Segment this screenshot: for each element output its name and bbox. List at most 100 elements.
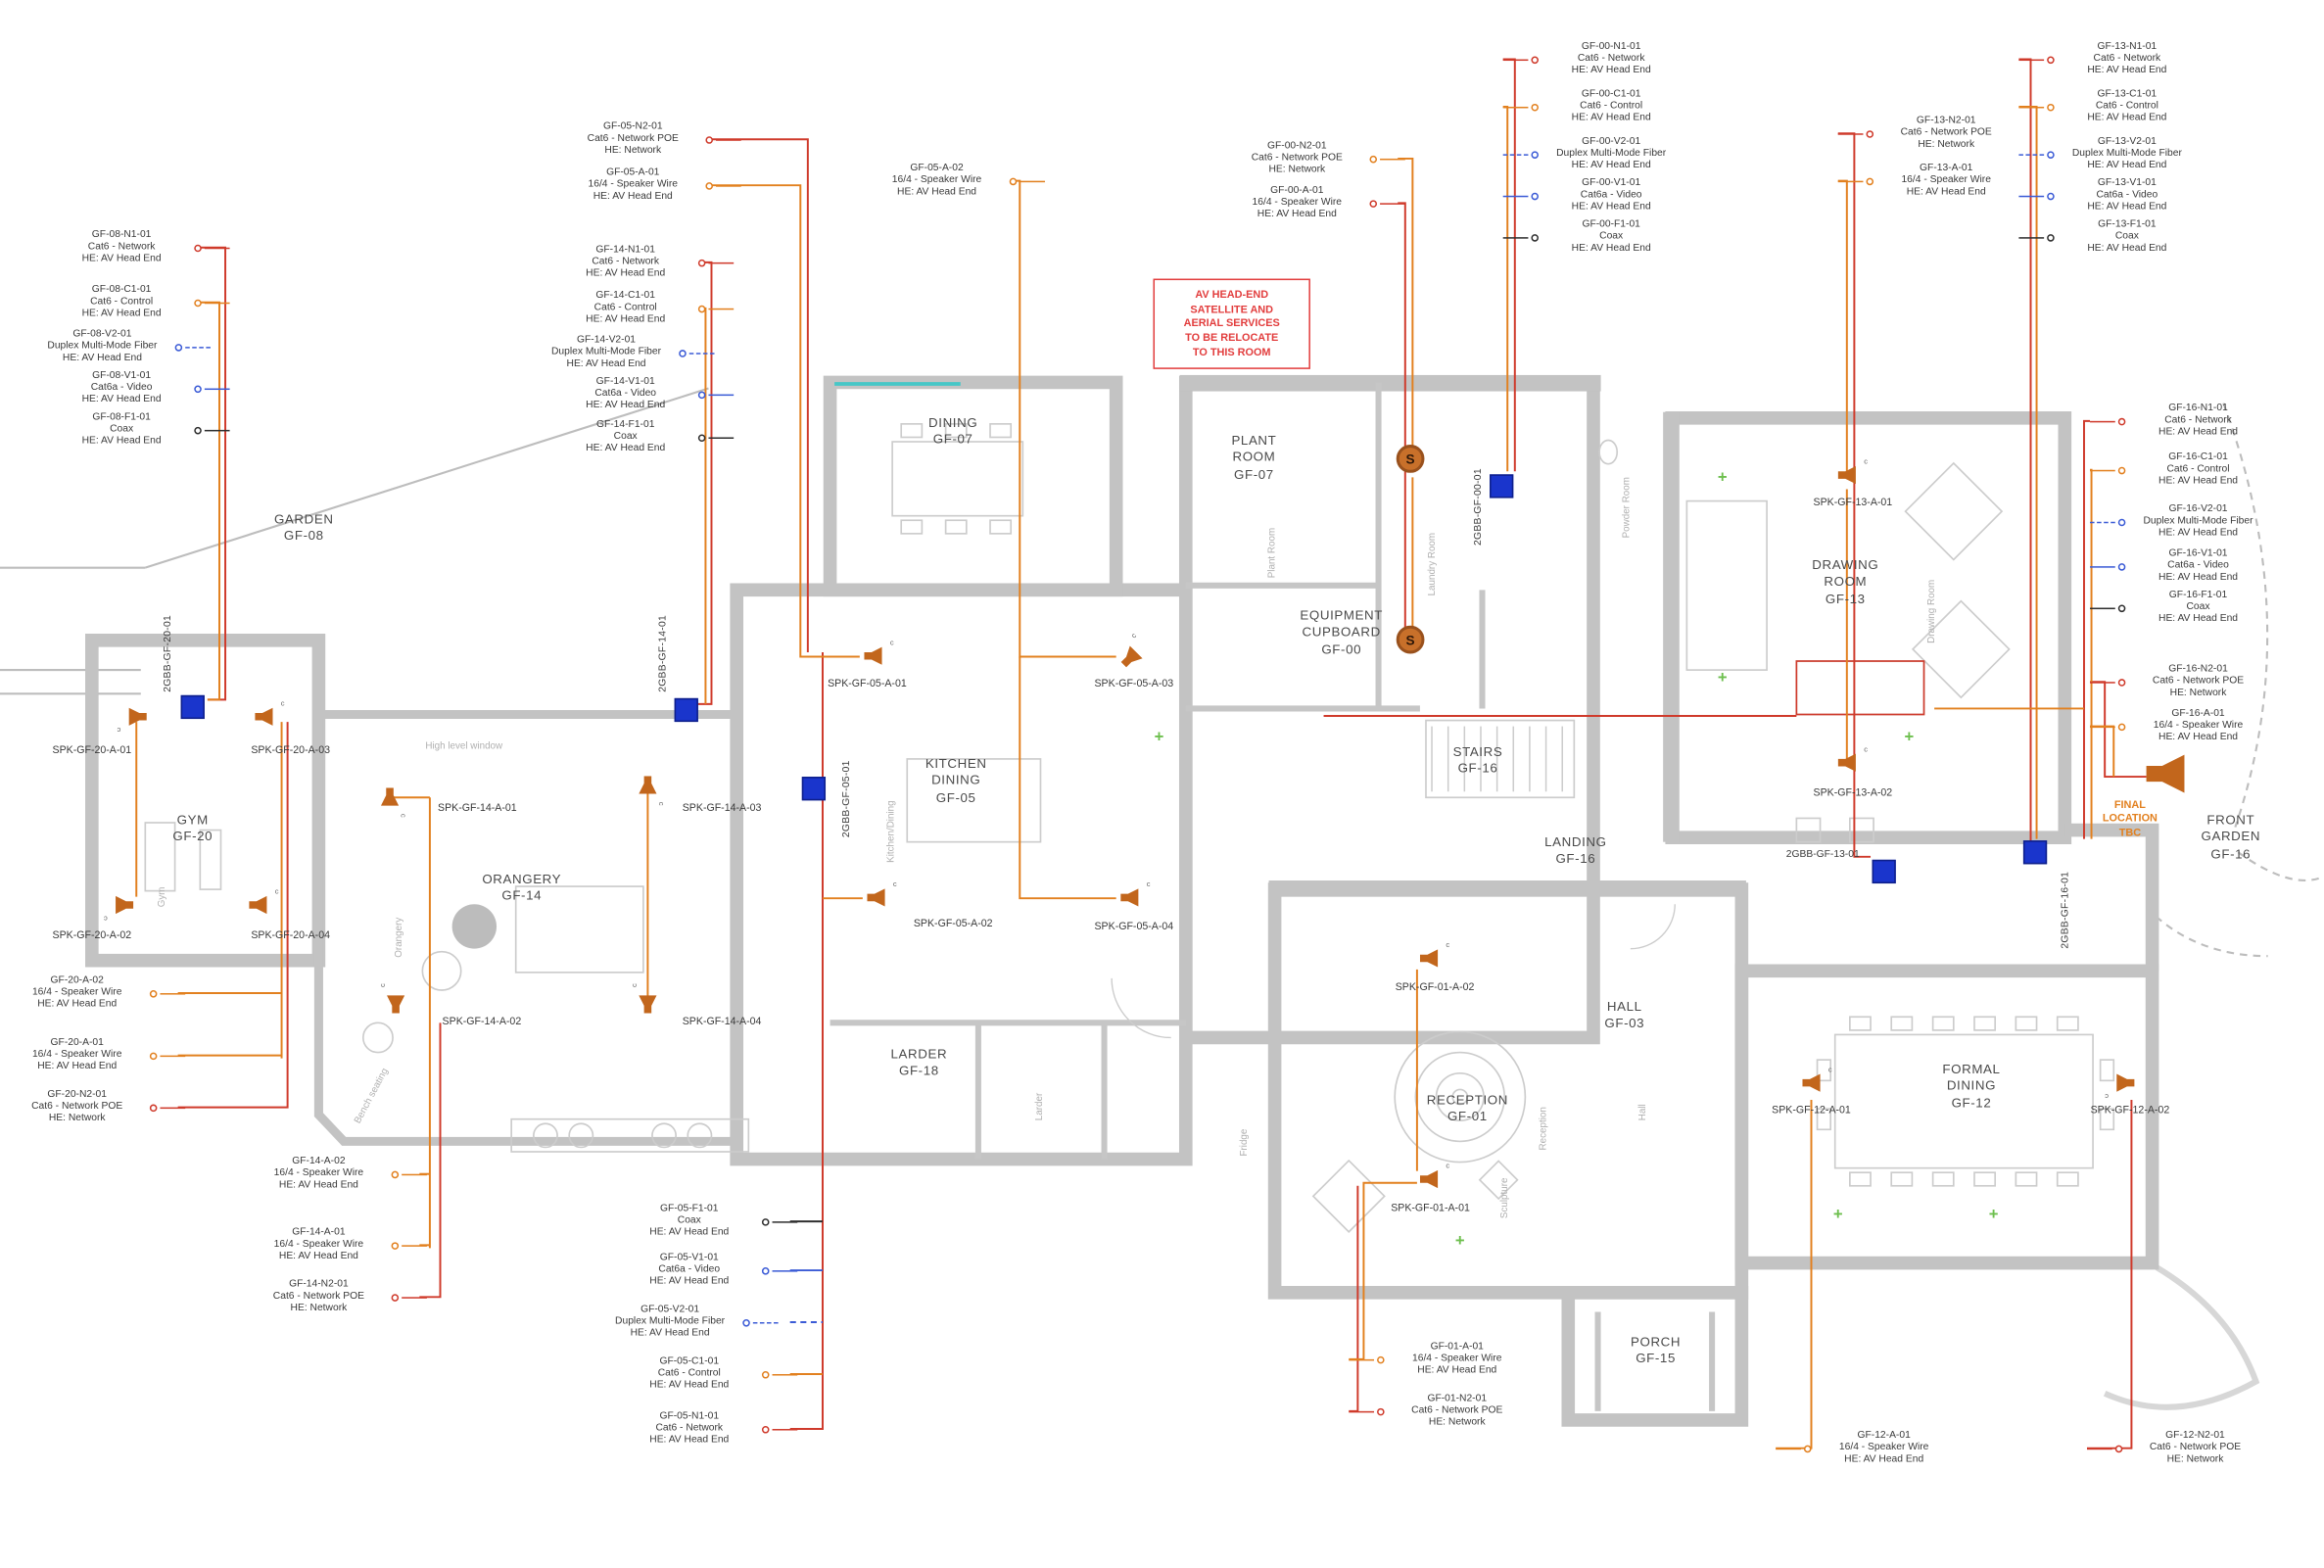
connection-dot[interactable] [1531,150,1540,159]
connection-dot[interactable] [149,989,158,997]
connection-dot[interactable] [1009,176,1018,185]
connection-dot[interactable] [697,259,706,266]
speaker-icon[interactable]: c [1837,745,1868,773]
connection-dot[interactable] [194,243,202,252]
junction-box[interactable] [1490,474,1514,499]
speaker-icon[interactable]: c [379,983,405,1014]
satellite-point[interactable]: S [1396,625,1425,654]
callout-cable-type: Cat6a - Video [90,382,153,394]
callout-destination: HE: AV Head End [1906,186,1986,198]
connection-dot[interactable] [705,181,713,189]
connection-dot[interactable] [1369,155,1378,163]
speaker-icon[interactable]: c [1116,632,1145,672]
speaker-horn-glyph [255,707,273,726]
junction-box[interactable] [801,777,827,801]
connection-dot[interactable] [149,1051,158,1060]
connection-dot[interactable] [761,1217,770,1225]
connection-dot[interactable] [2117,466,2126,474]
connection-dot[interactable] [1803,1444,1812,1452]
ceiling-marker-icon: + [1904,728,1915,747]
speaker-icon[interactable]: c [1837,458,1868,485]
speaker-icon[interactable]: c [380,787,406,818]
speaker-icon[interactable]: c [255,699,285,727]
connection-dot[interactable] [2117,562,2126,570]
callout-destination: HE: AV Head End [2158,475,2239,487]
connection-dot[interactable] [2047,103,2055,111]
connection-dot[interactable] [761,1370,770,1378]
plan-annotation: Larder [1034,1092,1046,1121]
connection-dot[interactable] [761,1425,770,1433]
connection-dot[interactable] [1531,103,1540,111]
speaker-icon[interactable]: c [2105,1073,2135,1100]
speaker-icon[interactable]: c [639,776,665,806]
callout-cable-id: GF-01-N2-01 [1427,1393,1488,1404]
junction-box[interactable] [2022,840,2048,865]
callout-destination: HE: AV Head End [630,1328,710,1339]
connection-dot[interactable] [194,298,202,307]
speaker-icon[interactable]: c [1419,1163,1449,1189]
junction-box[interactable] [180,694,205,720]
callout-cable-id: GF-14-N2-01 [289,1279,349,1290]
connection-dot[interactable] [2047,192,2055,200]
speaker-icon[interactable]: c [867,880,897,908]
leader-line [1380,202,1405,205]
speaker-label: SPK-GF-20-A-03 [251,745,330,756]
connection-dot[interactable] [697,390,706,399]
connection-dot[interactable] [1377,1407,1385,1415]
connection-dot[interactable] [2047,150,2055,159]
connection-dot[interactable] [1369,199,1378,208]
speaker-icon[interactable]: c [1802,1066,1832,1093]
connection-dot[interactable] [1531,192,1540,200]
junction-box[interactable] [674,697,698,723]
connection-dot[interactable] [1531,55,1540,64]
speaker-icon[interactable]: c [104,895,134,922]
connection-dot[interactable] [2114,1444,2123,1452]
satellite-point[interactable]: S [1396,445,1425,473]
connection-dot[interactable] [697,305,706,312]
connection-dot[interactable] [1377,1355,1385,1363]
speaker-icon-final-location[interactable] [2146,753,2191,794]
connection-dot[interactable] [742,1318,750,1326]
callout-cable-id: GF-16-V1-01 [2168,547,2228,559]
speaker-icon[interactable]: c [864,639,894,666]
speaker-horn-glyph [1120,888,1139,907]
connection-dot[interactable] [679,349,687,357]
connection-dot[interactable] [1531,233,1540,241]
connection-dot[interactable] [2117,417,2126,425]
speaker-icon[interactable]: c [1419,941,1449,969]
connection-dot[interactable] [391,1293,400,1302]
connection-dot[interactable] [761,1266,770,1274]
callout-cable-type: Coax [1599,231,1624,242]
connection-dot[interactable] [2117,722,2126,731]
connection-dot[interactable] [2117,678,2126,687]
connection-dot[interactable] [391,1169,400,1178]
connection-dot[interactable] [1866,129,1874,138]
speaker-channel-mark: c [398,813,407,818]
connection-dot[interactable] [2117,603,2126,612]
connection-dot[interactable] [2117,517,2126,526]
connection-dot[interactable] [2047,55,2055,64]
speaker-icon[interactable]: c [249,888,279,915]
connection-dot[interactable] [174,343,183,351]
speaker-icon[interactable]: c [631,983,658,1014]
leader-line [1380,158,1405,160]
connection-dot[interactable] [194,426,202,434]
connection-dot[interactable] [391,1241,400,1250]
connection-dot[interactable] [1866,176,1874,185]
leader-line [772,1220,798,1222]
connection-dot[interactable] [705,135,713,144]
connection-dot[interactable] [697,433,706,442]
connection-dot[interactable] [194,384,202,393]
leader-line [204,429,230,431]
connection-dot[interactable] [2047,233,2055,241]
connection-dot[interactable] [149,1103,158,1112]
speaker-label: SPK-GF-05-A-04 [1094,922,1174,932]
speaker-icon[interactable]: c [1120,880,1150,908]
callout-cable-id: GF-05-V1-01 [659,1252,719,1263]
speaker-icon[interactable]: c [118,707,147,734]
junction-box[interactable] [1872,859,1896,884]
